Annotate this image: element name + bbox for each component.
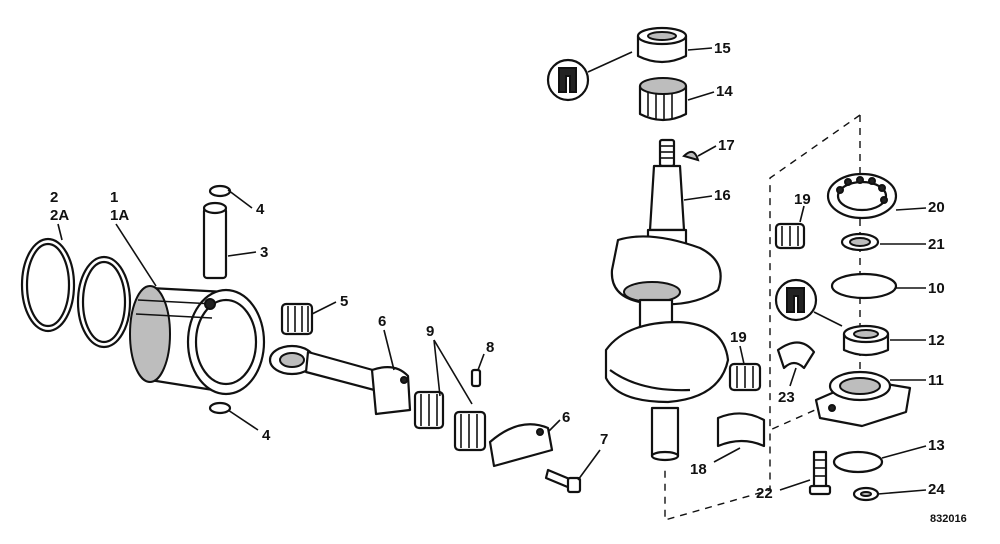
- callout-17: 17: [718, 137, 735, 154]
- main-bearing-half-lower: [728, 362, 762, 392]
- alignment-pin: [470, 368, 482, 388]
- upper-crankshaft-bearing: [638, 77, 688, 122]
- ball-bearing: [826, 172, 898, 220]
- lower-oil-seal: [842, 324, 890, 357]
- crankshaft: [604, 138, 730, 462]
- bearing-retaining-ring: [840, 232, 880, 252]
- callout-24: 24: [928, 481, 945, 498]
- callout-6-rod: 6: [378, 313, 386, 330]
- bearing-sleeve-half: [716, 412, 766, 448]
- retaining-ring-bottom: [208, 401, 232, 415]
- rod-bolt: [544, 468, 582, 494]
- callout-21: 21: [928, 236, 945, 253]
- callout-19-lower: 19: [730, 329, 747, 346]
- drawing-number: 832016: [930, 513, 967, 525]
- callout-3: 3: [260, 244, 268, 261]
- callout-11: 11: [928, 372, 944, 389]
- callout-2: 2: [50, 189, 58, 206]
- rod-bearing-half-right: [453, 410, 487, 452]
- callout-22: 22: [756, 485, 773, 502]
- callout-20: 20: [928, 199, 945, 216]
- callout-5: 5: [340, 293, 348, 310]
- callout-1: 1: [110, 189, 118, 206]
- callout-8: 8: [486, 339, 494, 356]
- callout-labels: 2 2A 1 1A 4 3 4 5 6 9 8 6 7 15 14 17 16 …: [50, 40, 945, 502]
- retaining-ring-top: [208, 184, 232, 198]
- callout-14: 14: [716, 83, 733, 100]
- seal-detail-inset: [546, 51, 633, 102]
- o-ring-lower: [832, 450, 884, 474]
- callout-4-bottom: 4: [262, 427, 271, 444]
- callout-2a: 2A: [50, 207, 69, 224]
- callout-13: 13: [928, 437, 945, 454]
- callout-18: 18: [690, 461, 707, 478]
- thrust-washer-half: [776, 341, 816, 370]
- callout-6-cap: 6: [562, 409, 570, 426]
- woodruff-key: [682, 150, 700, 162]
- pin-needle-bearing: [280, 302, 314, 336]
- piston: [129, 285, 266, 396]
- flat-washer: [852, 486, 880, 502]
- callout-16: 16: [714, 187, 731, 204]
- lower-seal-detail-inset: [774, 278, 843, 327]
- rod-bearing-half-left: [413, 390, 445, 430]
- piston-pin: [202, 201, 228, 280]
- callout-15: 15: [714, 40, 731, 57]
- callout-10: 10: [928, 280, 945, 297]
- piston-ring-inner: [76, 255, 132, 349]
- callout-9: 9: [426, 323, 434, 340]
- housing-bolt: [808, 450, 832, 496]
- callout-7: 7: [600, 431, 608, 448]
- callout-23: 23: [778, 389, 795, 406]
- callout-12: 12: [928, 332, 945, 349]
- lower-bearing-housing: [814, 370, 912, 428]
- rod-cap: [488, 423, 554, 468]
- upper-oil-seal: [636, 26, 688, 64]
- callout-1a: 1A: [110, 207, 129, 224]
- main-bearing-half-upper: [774, 222, 806, 250]
- connecting-rod: [268, 344, 412, 416]
- o-ring-upper: [830, 272, 898, 300]
- callout-19-upper: 19: [794, 191, 811, 208]
- dashed-assembly-guides: [664, 114, 861, 521]
- leader-lines: [57, 47, 927, 495]
- callout-4-top: 4: [256, 201, 265, 218]
- piston-ring-outer: [20, 237, 76, 333]
